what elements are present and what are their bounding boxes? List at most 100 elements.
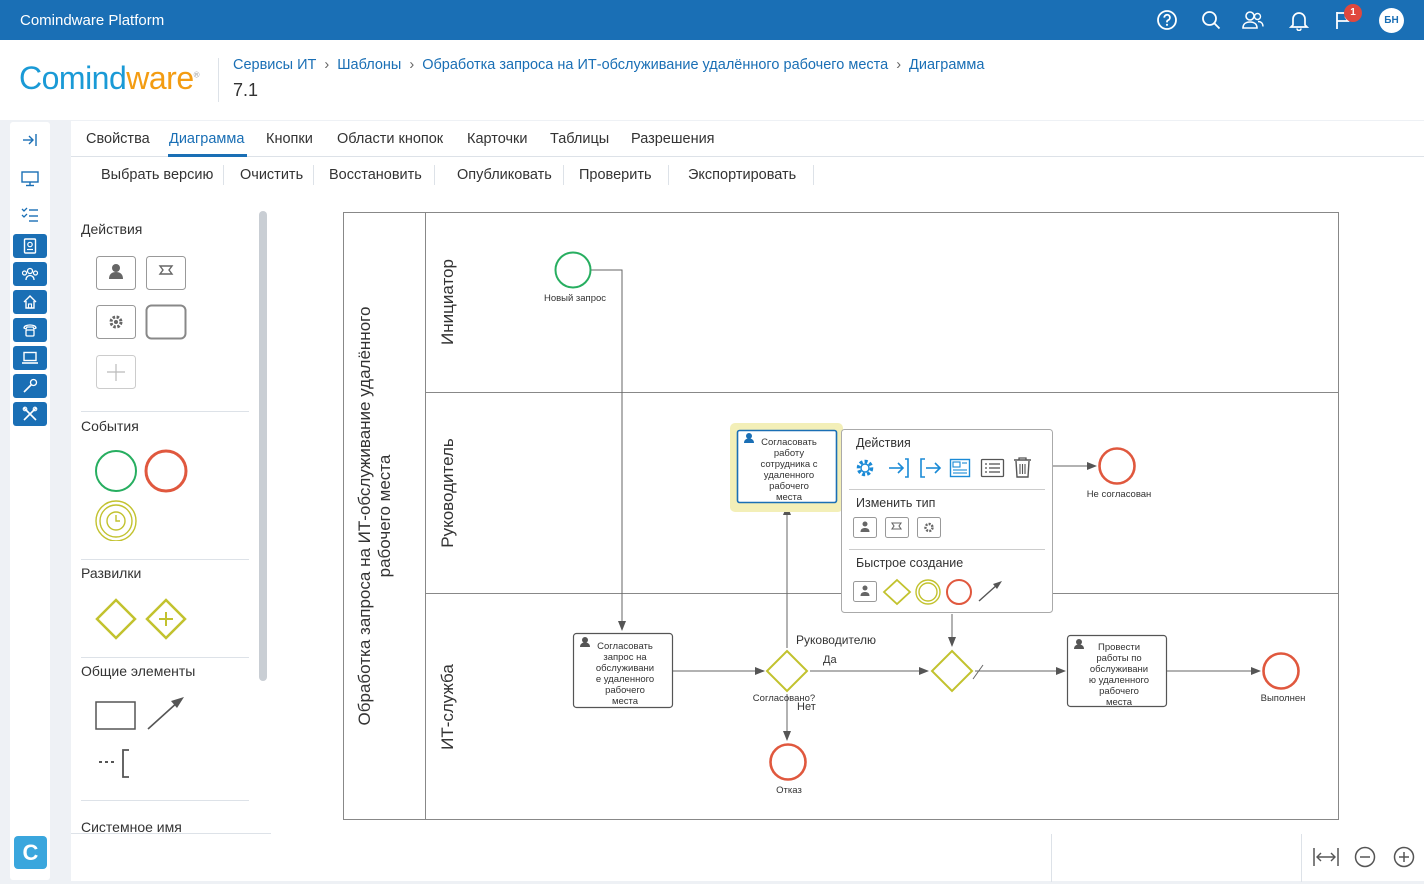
sequence-flow[interactable]: [972, 664, 1066, 680]
palette-empty-task[interactable]: [145, 304, 187, 340]
tab-permissions[interactable]: Разрешения: [631, 131, 715, 147]
tab-tables[interactable]: Таблицы: [550, 131, 610, 147]
tasks-list-icon[interactable]: [13, 202, 47, 226]
quick-create-intermediate-event[interactable]: [915, 579, 941, 605]
tab-properties[interactable]: Свойства: [86, 131, 150, 147]
svg-text:места: места: [776, 492, 803, 503]
breadcrumb-item[interactable]: Сервисы ИТ: [233, 57, 317, 73]
palette-end-event[interactable]: [144, 449, 188, 493]
zoom-in-icon[interactable]: [1392, 845, 1416, 874]
palette-pool-element[interactable]: [95, 701, 136, 730]
journal-icon[interactable]: [13, 234, 47, 258]
chevron-right-icon: ›: [409, 57, 415, 73]
bell-icon[interactable]: [1287, 8, 1311, 32]
palette-timer-event[interactable]: [95, 500, 137, 541]
svg-text:рабочего: рабочего: [1099, 686, 1139, 697]
fit-width-icon[interactable]: [1312, 846, 1340, 873]
svg-text:обслуживани: обслуживани: [1090, 664, 1148, 675]
svg-text:запрос на: запрос на: [603, 652, 647, 663]
tab-button-areas[interactable]: Области кнопок: [337, 131, 444, 147]
desktop-icon[interactable]: [13, 167, 47, 191]
publish-button[interactable]: Опубликовать: [457, 167, 552, 183]
quick-create-connector-arrow[interactable]: [978, 581, 1002, 602]
svg-text:места: места: [612, 696, 639, 707]
svg-text:работу: работу: [774, 448, 805, 459]
form-icon[interactable]: [949, 458, 971, 478]
tab-cards[interactable]: Карточки: [467, 131, 528, 147]
home-icon[interactable]: [13, 290, 47, 314]
diagram-canvas[interactable]: Обработка запроса на ИТ-обслуживание уда…: [271, 210, 1424, 834]
breadcrumb: Сервисы ИТ › Шаблоны › Обработка запроса на …: [233, 57, 984, 73]
page-header: Comindware® Сервисы ИТ›Шаблоны›Обработка…: [0, 40, 1424, 120]
restore-button[interactable]: Восстановить: [329, 167, 422, 183]
help-icon[interactable]: [1155, 8, 1179, 32]
palette-add-element[interactable]: [96, 355, 136, 389]
end-event-not-approved[interactable]: [1098, 447, 1136, 485]
change-type-service-task[interactable]: [917, 517, 941, 538]
breadcrumb-item[interactable]: Диаграмма: [909, 57, 985, 73]
top-bar: Comindware Platform 1 БН: [0, 0, 1424, 40]
svg-text:рабочего: рабочего: [605, 685, 645, 696]
user-avatar[interactable]: БН: [1379, 8, 1404, 33]
context-menu-quick-create-heading: Быстрое создание: [856, 556, 963, 570]
context-menu-change-type-heading: Изменить тип: [856, 496, 935, 510]
flow-label-to-manager: Руководителю: [796, 633, 876, 647]
lane-manager[interactable]: Руководитель: [438, 438, 457, 548]
comindware-c-logo[interactable]: C: [14, 836, 47, 869]
select-version-button[interactable]: Выбрать версию: [101, 167, 214, 183]
quick-create-gateway[interactable]: [882, 578, 912, 606]
end-event-rejected[interactable]: [769, 743, 807, 781]
palette-parallel-gateway[interactable]: [145, 598, 187, 640]
breadcrumb-item[interactable]: Шаблоны: [337, 57, 402, 73]
palette-user-task[interactable]: [96, 256, 136, 290]
palette-annotation[interactable]: [99, 749, 129, 778]
chevron-right-icon: ›: [324, 57, 330, 73]
change-type-script-task[interactable]: [885, 517, 909, 538]
left-navigation: C: [10, 122, 50, 880]
exclusive-gateway-merge[interactable]: [930, 649, 974, 693]
active-tab-indicator: [168, 154, 247, 157]
clear-button[interactable]: Очистить: [240, 167, 304, 183]
end-event-done[interactable]: [1262, 652, 1300, 690]
sequence-flow[interactable]: [591, 269, 626, 631]
tab-diagram[interactable]: Диаграмма: [169, 131, 245, 147]
zoom-out-icon[interactable]: [1353, 845, 1377, 874]
palette-connector-arrow[interactable]: [147, 697, 184, 730]
validate-button[interactable]: Проверить: [579, 167, 652, 183]
wrench-icon[interactable]: [13, 374, 47, 398]
palette-exclusive-gateway[interactable]: [95, 598, 137, 640]
input-arrow-icon[interactable]: [889, 458, 909, 478]
breadcrumb-item[interactable]: Обработка запроса на ИТ-обслуживание уда…: [422, 57, 889, 73]
task-manager-approval[interactable]: [730, 423, 843, 512]
quick-create-user-task[interactable]: [853, 581, 877, 602]
lane-it-service[interactable]: ИТ-служба: [438, 664, 457, 750]
palette-heading-system-name: Системное имя: [81, 819, 182, 833]
gear-icon[interactable]: [856, 459, 874, 477]
palette-script-task[interactable]: [146, 256, 186, 290]
search-icon[interactable]: [1199, 8, 1223, 32]
exclusive-gateway-approved[interactable]: [765, 649, 809, 693]
task-agree-request[interactable]: [572, 632, 674, 709]
team-icon[interactable]: [13, 262, 47, 286]
palette-service-task[interactable]: [96, 305, 136, 339]
diagram-bottom-bar: [71, 833, 1424, 882]
expand-nav-icon[interactable]: [13, 128, 47, 152]
start-event[interactable]: [554, 251, 592, 289]
palette-scrollbar[interactable]: [259, 211, 267, 681]
users-icon[interactable]: [1241, 8, 1265, 32]
output-arrow-icon[interactable]: [920, 458, 942, 478]
task-manager-label: Согласовать работу сотрудника с удаленно…: [760, 437, 817, 503]
phone-icon[interactable]: [13, 318, 47, 342]
palette-heading-actions: Действия: [81, 221, 143, 237]
change-type-user-task[interactable]: [853, 517, 877, 538]
laptop-icon[interactable]: [13, 346, 47, 370]
quick-create-end-event[interactable]: [946, 579, 972, 605]
list-icon[interactable]: [980, 458, 1005, 478]
tools-icon[interactable]: [13, 402, 47, 426]
export-button[interactable]: Экспортировать: [688, 167, 797, 183]
tab-buttons[interactable]: Кнопки: [266, 131, 313, 147]
task-perform-work[interactable]: [1066, 634, 1168, 708]
lane-initiator[interactable]: Инициатор: [438, 259, 457, 345]
trash-icon[interactable]: [1014, 457, 1031, 478]
palette-start-event[interactable]: [95, 450, 137, 492]
